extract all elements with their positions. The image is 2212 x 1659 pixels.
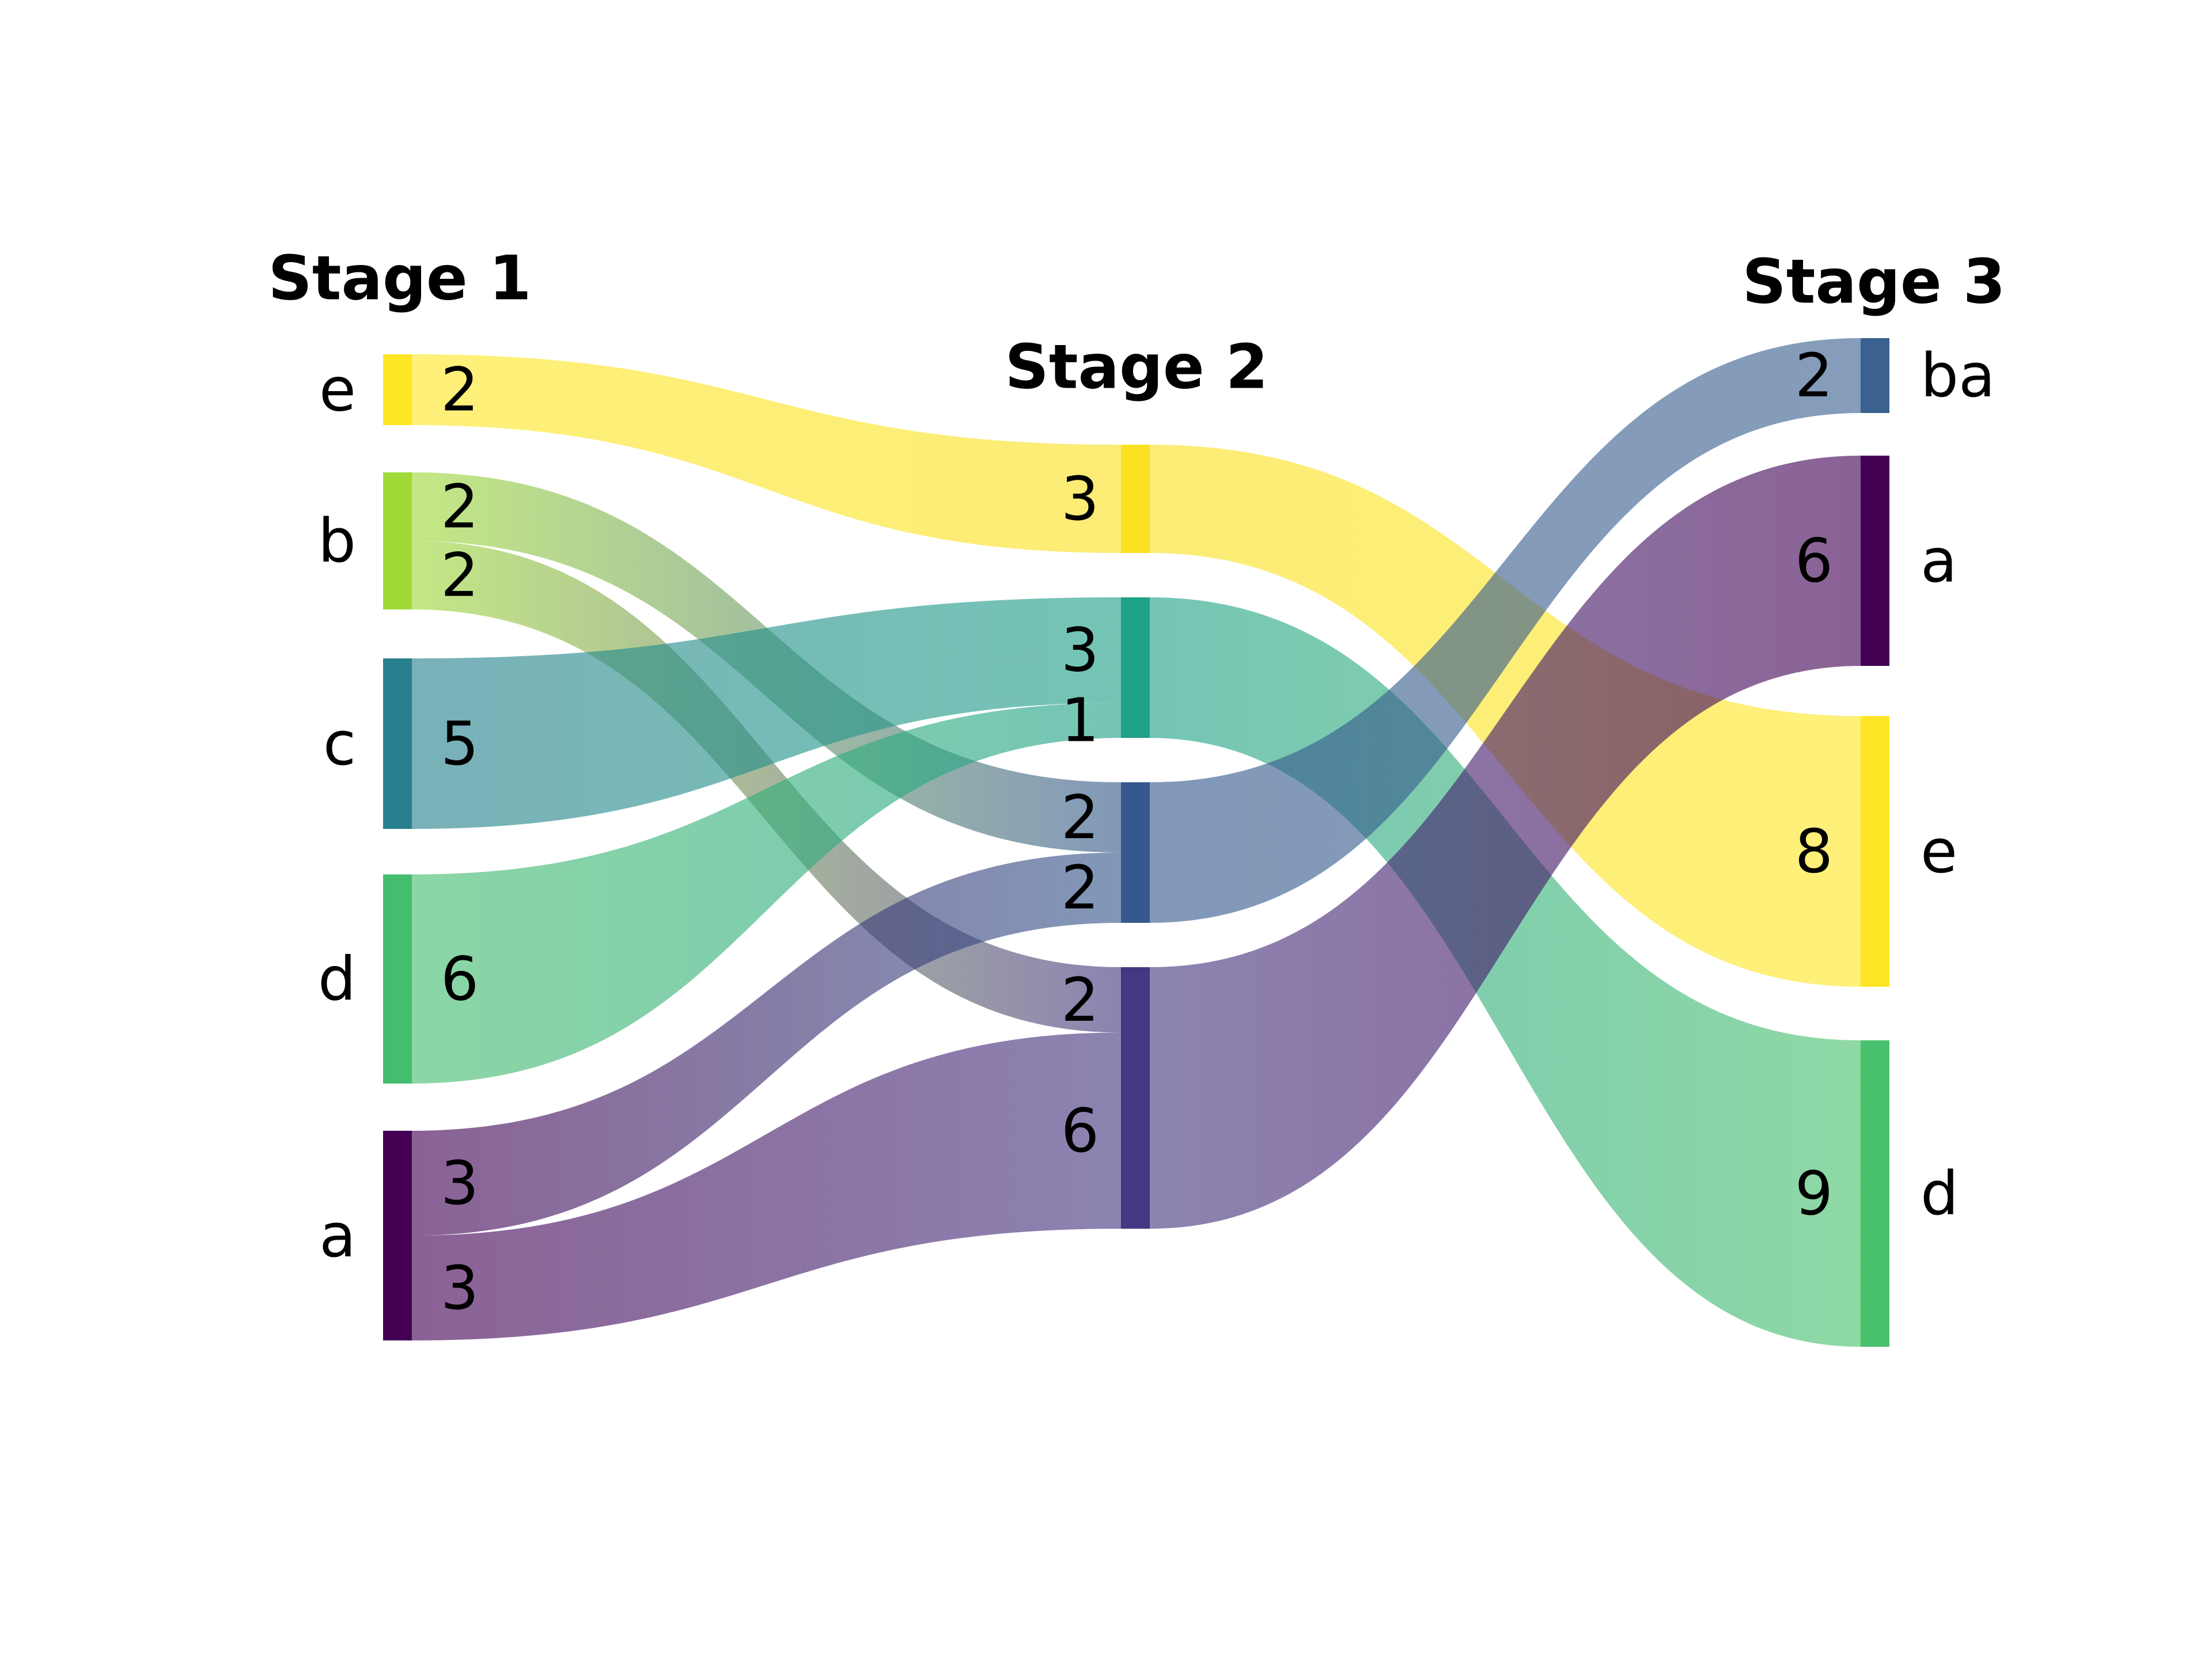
flow-value-label-out-s1-c-0: 5 <box>441 709 479 779</box>
flow-value-label-in-s3-e-0: 8 <box>1795 816 1833 887</box>
node-bar-s3-e <box>1861 716 1889 987</box>
node-bar-s3-a <box>1861 456 1889 666</box>
sankey-node-bars-layer <box>383 338 1889 1347</box>
node-label-s1-d: d <box>318 944 356 1014</box>
flow-value-label-in-s2-yellow-0: 3 <box>1061 464 1099 534</box>
node-label-s1-c: c <box>323 709 356 779</box>
sankey-link-s2-blue-s3-ba <box>1150 338 1861 923</box>
node-bar-s2-blue <box>1121 782 1150 923</box>
node-bar-s2-yellow <box>1121 445 1150 553</box>
flow-value-label-out-s1-e-0: 2 <box>441 355 479 425</box>
sankey-links-layer <box>412 338 1861 1347</box>
sankey-link-s1-a-s2-blue <box>412 853 1121 1236</box>
flow-value-label-in-s2-purple-1: 6 <box>1061 1096 1099 1166</box>
node-bar-s1-a <box>383 1131 412 1340</box>
stage-1-title: Stage 1 <box>268 243 532 314</box>
stage-3-title: Stage 3 <box>1743 247 2006 317</box>
node-label-s1-e: e <box>319 355 356 425</box>
node-bar-s2-purple <box>1121 967 1150 1229</box>
node-label-s1-b: b <box>318 506 356 576</box>
node-bar-s3-d <box>1861 1040 1889 1347</box>
flow-value-label-in-s2-blue-0: 2 <box>1061 782 1099 853</box>
flow-value-label-out-s1-a-0: 3 <box>441 1148 479 1218</box>
flow-value-label-out-s1-b-1: 2 <box>441 540 479 611</box>
flow-value-label-in-s2-teal-1: 1 <box>1061 685 1099 756</box>
flow-value-label-in-s3-d-0: 9 <box>1795 1158 1833 1229</box>
node-bar-s3-ba <box>1861 338 1889 413</box>
node-label-s3-a: a <box>1921 526 1957 596</box>
flow-value-label-out-s1-b-0: 2 <box>441 472 479 542</box>
node-bar-s1-d <box>383 874 412 1084</box>
sankey-link-s1-a-s2-purple <box>412 1032 1121 1340</box>
flow-value-label-in-s3-a-0: 6 <box>1795 526 1833 596</box>
sankey-link-s1-e-s2-yellow <box>412 354 1121 553</box>
sankey-link-s1-d-s2-teal <box>412 703 1121 1084</box>
flow-value-label-out-s1-a-1: 3 <box>441 1253 479 1323</box>
node-label-s1-a: a <box>319 1200 356 1271</box>
node-label-s3-e: e <box>1921 816 1957 887</box>
flow-value-label-out-s1-d-0: 6 <box>441 944 479 1014</box>
stage-2-title: Stage 2 <box>1005 332 1268 403</box>
flow-value-label-in-s2-purple-0: 2 <box>1061 965 1099 1035</box>
node-label-s3-d: d <box>1921 1158 1959 1229</box>
node-bar-s1-c <box>383 658 412 829</box>
sankey-link-s1-c-s2-teal <box>412 597 1121 829</box>
node-bar-s1-e <box>383 354 412 425</box>
flow-value-label-in-s2-blue-1: 2 <box>1061 853 1099 923</box>
sankey-link-s1-b-s2-purple <box>412 541 1121 1033</box>
node-bar-s2-teal <box>1121 597 1150 738</box>
node-label-s3-ba: ba <box>1921 340 1995 411</box>
node-bar-s1-b <box>383 472 412 609</box>
flow-value-label-in-s3-ba-0: 2 <box>1795 340 1833 411</box>
flow-value-label-in-s2-teal-0: 3 <box>1061 615 1099 685</box>
sankey-link-s2-purple-s3-a <box>1150 456 1861 1229</box>
